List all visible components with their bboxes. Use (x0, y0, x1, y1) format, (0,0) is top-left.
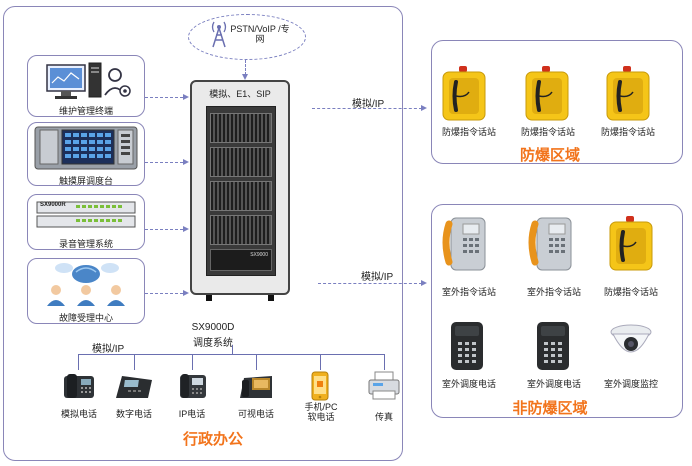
cabinet-foot (206, 295, 212, 301)
touch-console-icon (34, 126, 138, 170)
office-item-label: 手机/PC 软电话 (304, 402, 338, 422)
office-bus-trunk (232, 345, 233, 354)
office-link-label: 模拟/IP (92, 344, 125, 355)
link-to-explosion-zone (312, 108, 422, 109)
non-explosion-link-label: 模拟/IP (361, 272, 394, 283)
rack-unit (210, 147, 272, 177)
rack-unit (210, 113, 272, 143)
outdoor-command-station-icon (442, 217, 486, 271)
office-item-label: 数字电话 (115, 409, 152, 419)
office-drop (384, 354, 385, 370)
explosion-proof-phone-icon (609, 216, 653, 271)
office-item-label: 可视电话 (237, 409, 274, 419)
link-arrow (421, 280, 427, 286)
link-arrow (183, 226, 189, 232)
computer-workstation-icon (46, 62, 131, 99)
link-fault-center (145, 293, 183, 294)
dispatch-cabinet: 模拟、E1、SIP SX9000 (190, 80, 290, 301)
call-center-agents-icon (47, 263, 125, 306)
explosion-proof-phone-icon (525, 66, 569, 121)
rack-base: SX9000 (210, 249, 272, 271)
network-cloud-label: PSTN/VoIP /专网 (230, 24, 290, 44)
office-drop (192, 354, 193, 370)
dome-camera-icon (610, 324, 652, 353)
explosion-zone-title: 防爆区域 (519, 147, 580, 164)
office-zone-title: 行政办公 (182, 431, 243, 448)
office-drop (256, 354, 257, 370)
link-recording (145, 229, 183, 230)
office-drop (134, 354, 135, 370)
video-phone-icon (240, 376, 272, 398)
office-bus (78, 354, 385, 355)
analog-phone-icon (64, 374, 94, 398)
link-to-non-explosion-zone (318, 283, 422, 284)
rack-unit (210, 215, 272, 245)
touch-console-label: 触摸屏调度台 (58, 176, 113, 186)
recording-system-label: 录音管理系统 (58, 239, 113, 249)
non-explosion-zone-title: 非防爆区域 (512, 400, 588, 417)
fax-printer-icon (368, 371, 400, 400)
cabinet-foot (268, 295, 274, 301)
fault-center-label: 故障受理中心 (58, 313, 113, 323)
recorder-device-icon (36, 201, 136, 228)
cabinet-badge: SX9000 (250, 252, 268, 258)
softphone-mobile-icon (311, 371, 329, 401)
explosion-item-label: 防爆指令话站 (600, 127, 655, 137)
non-explosion-item-label: 防爆指令话站 (603, 287, 658, 297)
link-arrow (183, 290, 189, 296)
cabinet-rack: SX9000 (206, 106, 276, 276)
non-explosion-item-label: 室外指令话站 (526, 287, 581, 297)
cabinet-top-label: 模拟、E1、SIP (209, 89, 271, 99)
link-arrow (421, 105, 427, 111)
antenna-tower-icon (211, 21, 227, 48)
office-drop (78, 354, 79, 370)
cloud-arrow (242, 74, 248, 80)
recorder-device-text: SX9000R (40, 202, 66, 208)
explosion-proof-phone-icon (606, 66, 650, 121)
outdoor-command-station-icon (528, 217, 572, 271)
non-explosion-item-label: 室外调度电话 (526, 379, 581, 389)
non-explosion-item-label: 室外调度监控 (603, 379, 658, 389)
digital-phone-icon (116, 376, 152, 398)
office-item-label: IP电话 (178, 409, 206, 419)
maintenance-terminal-label: 维护管理终端 (58, 106, 113, 116)
office-item-label: 传真 (374, 412, 393, 422)
link-console (145, 162, 183, 163)
link-maintenance (145, 97, 183, 98)
link-arrow (183, 94, 189, 100)
non-explosion-item-label: 室外指令话站 (441, 287, 496, 297)
explosion-item-label: 防爆指令话站 (441, 127, 496, 137)
link-arrow (183, 159, 189, 165)
explosion-item-label: 防爆指令话站 (520, 127, 575, 137)
ip-phone-icon (180, 374, 206, 398)
explosion-proof-phone-icon (442, 66, 486, 121)
office-drop (320, 354, 321, 370)
office-item-label: 模拟电话 (60, 409, 97, 419)
outdoor-dispatch-phone-icon (537, 322, 569, 370)
non-explosion-item-label: 室外调度电话 (441, 379, 496, 389)
network-cloud (188, 14, 306, 60)
explosion-link-label: 模拟/IP (352, 99, 385, 110)
cabinet-name-line2: 调度系统 (193, 338, 233, 349)
rack-unit (210, 181, 272, 211)
cloud-to-cabinet-line (245, 60, 246, 75)
outdoor-dispatch-phone-icon (451, 322, 483, 370)
cabinet-name-line1: SX9000D (191, 322, 235, 333)
